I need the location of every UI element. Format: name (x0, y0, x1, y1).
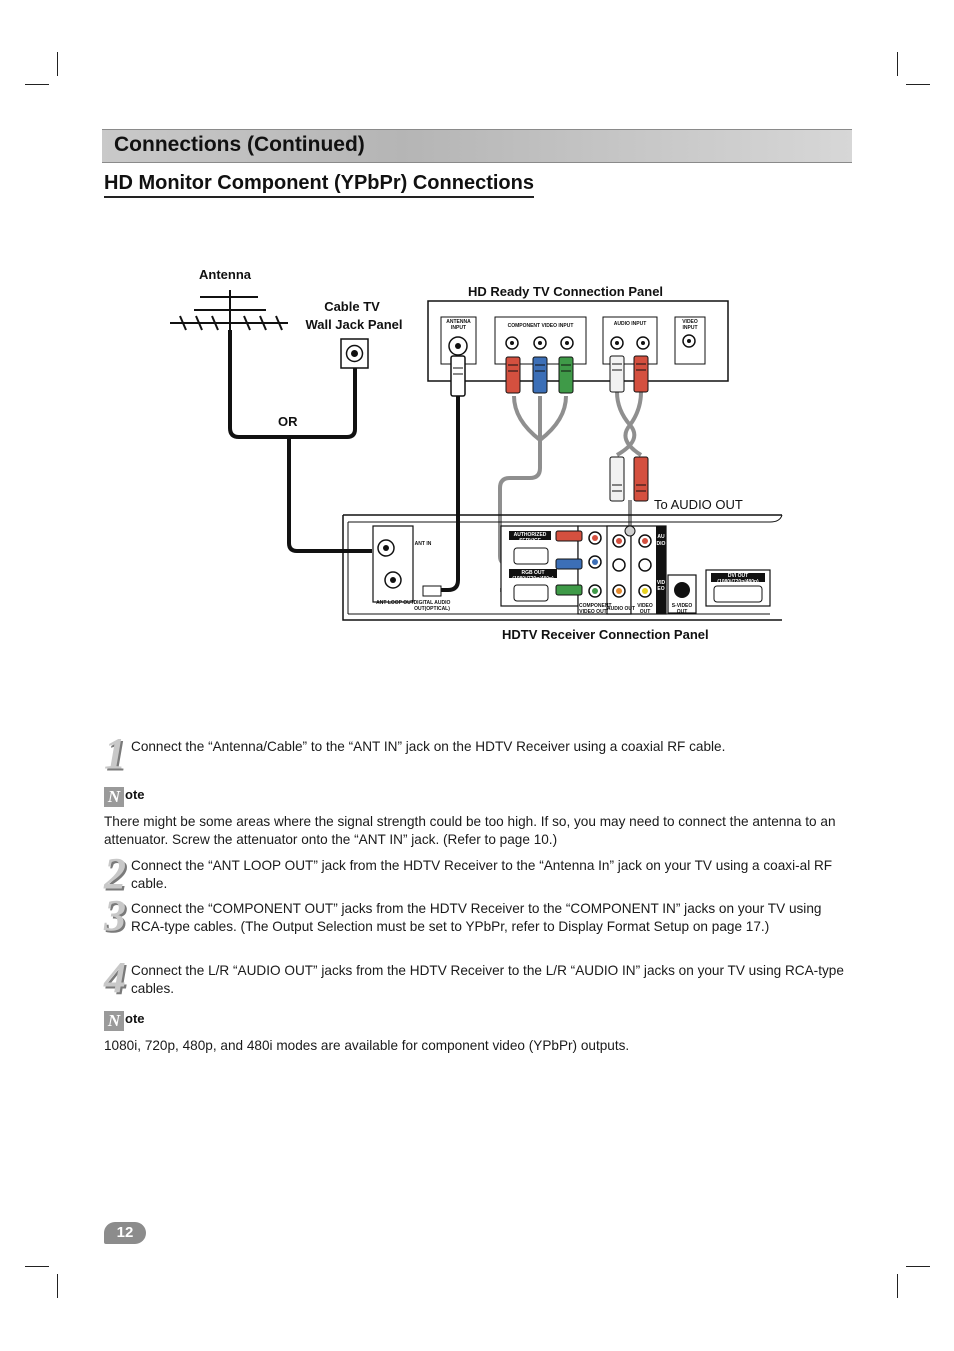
crop-mark (906, 84, 930, 85)
banner-title: Connections (Continued) (114, 133, 365, 156)
ant-in-label: ANT IN (414, 541, 432, 547)
ant-loop-out-label: ANT LOOP OUT (376, 600, 414, 606)
note-icon: N (104, 1011, 124, 1031)
page-title: HD Monitor Component (YPbPr) Connections (104, 172, 534, 198)
antenna-cable (228, 330, 357, 439)
audio-out-label: AUDIO OUT (607, 606, 636, 612)
crop-mark (897, 1274, 898, 1298)
video-vertical-label: VIDEO (656, 580, 666, 592)
step-number: 2 (104, 849, 126, 898)
receiver-panel-title: HDTV Receiver Connection Panel (502, 627, 709, 642)
connection-diagram (170, 290, 783, 621)
tv-audio-input-label: AUDIO INPUT (613, 321, 647, 327)
note-text: 1080i, 720p, 480p, and 480i modes are av… (104, 1038, 630, 1053)
step-text: Connect the L/R “AUDIO OUT” jacks from t… (131, 963, 844, 996)
audio-vertical-label: AUDIO (656, 534, 666, 547)
authorized-service-label: AUTHORIZED SERVICE (513, 532, 547, 544)
note-text: There might be some areas where the sign… (104, 814, 836, 847)
rca-plug-red (505, 356, 521, 394)
s-video-out-label: S-VIDEO OUT (671, 603, 693, 615)
rgb-out-label: RGB OUT (1080i/720p/480p) (512, 570, 554, 582)
note-heading-text: ote (125, 1011, 145, 1026)
cable-tv-label: Cable TV (324, 299, 380, 314)
crop-mark (897, 52, 898, 76)
rca-plug-red (633, 456, 649, 502)
rca-plug-white (609, 355, 625, 393)
wall-jack-icon (340, 338, 369, 369)
optical-out (422, 585, 442, 597)
step-text: Connect the “COMPONENT OUT” jacks from t… (131, 901, 822, 934)
dvi-out-label: DVI OUT (1080i/720p/480p) (717, 573, 759, 585)
rca-plug-green (555, 584, 583, 596)
note-heading-text: ote (125, 787, 145, 802)
step-number: 3 (104, 891, 126, 940)
rca-plug-blue (532, 356, 548, 394)
step-text: Connect the “ANT LOOP OUT” jack from the… (131, 858, 833, 891)
loop-cable (430, 396, 460, 592)
video-out-label: VIDEO OUT (637, 603, 653, 615)
feed-cable (287, 437, 372, 553)
step-number: 1 (104, 729, 126, 778)
antenna-icon (170, 290, 288, 331)
receiver-connection-panel (342, 514, 782, 621)
section-banner: Connections (Continued) (102, 129, 852, 163)
crop-mark (25, 84, 49, 85)
ant-jack-block (372, 525, 414, 603)
step-number: 4 (104, 953, 126, 1002)
note-icon: N (104, 787, 124, 807)
to-audio-out-label: To AUDIO OUT (654, 497, 743, 512)
tv-panel-title: HD Ready TV Connection Panel (468, 284, 664, 299)
or-label: OR (278, 414, 298, 429)
coax-plug (450, 355, 466, 397)
s-video-block (667, 574, 697, 614)
page-number: 12 (104, 1222, 146, 1244)
crop-mark (57, 52, 58, 76)
crop-mark (906, 1266, 930, 1267)
rca-plug-green (558, 356, 574, 394)
tv-video-input-label: VIDEO INPUT (682, 319, 698, 331)
step-text: Connect the “Antenna/Cable” to the “ANT … (131, 739, 726, 754)
tv-component-input-label: COMPONENT VIDEO INPUT (507, 323, 574, 329)
rca-plug-blue (555, 558, 583, 570)
crop-mark (25, 1266, 49, 1267)
crop-mark (57, 1274, 58, 1298)
rca-plug-white (609, 456, 625, 502)
antenna-label: Antenna (199, 267, 251, 282)
digital-audio-out-label: DIGITAL AUDIO OUT(OPTICAL) (413, 600, 451, 612)
component-video-out-label: COMPONENT VIDEO OUT (579, 603, 612, 615)
wall-jack-label: Wall Jack Panel (305, 317, 403, 332)
rca-plug-red (555, 530, 583, 542)
rca-plug-red (633, 355, 649, 393)
tv-antenna-input-label: ANTENNA INPUT (446, 319, 471, 331)
